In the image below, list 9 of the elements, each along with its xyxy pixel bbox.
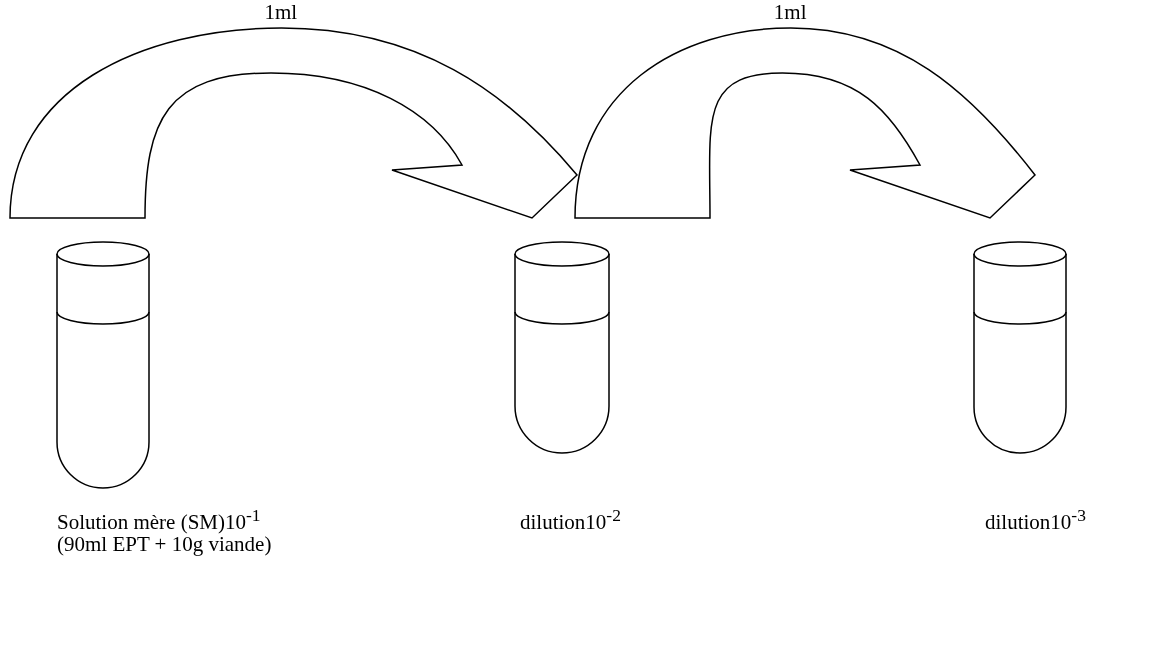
curved-block-arrow	[9, 27, 578, 219]
tube-caption: Solution mère (SM)10$^{-1}$	[57, 505, 261, 535]
tube-caption: dilution10$^{-3}$	[985, 505, 1086, 535]
tube-caption: (90ml EPT + 10g viande)	[57, 532, 272, 557]
curved-block-arrow	[574, 27, 1036, 219]
test-tube-drawing	[972, 240, 1068, 455]
test-tube-drawing	[55, 240, 151, 490]
tube-caption: dilution10$^{-2}$	[520, 505, 621, 535]
test-tube-drawing	[513, 240, 611, 455]
